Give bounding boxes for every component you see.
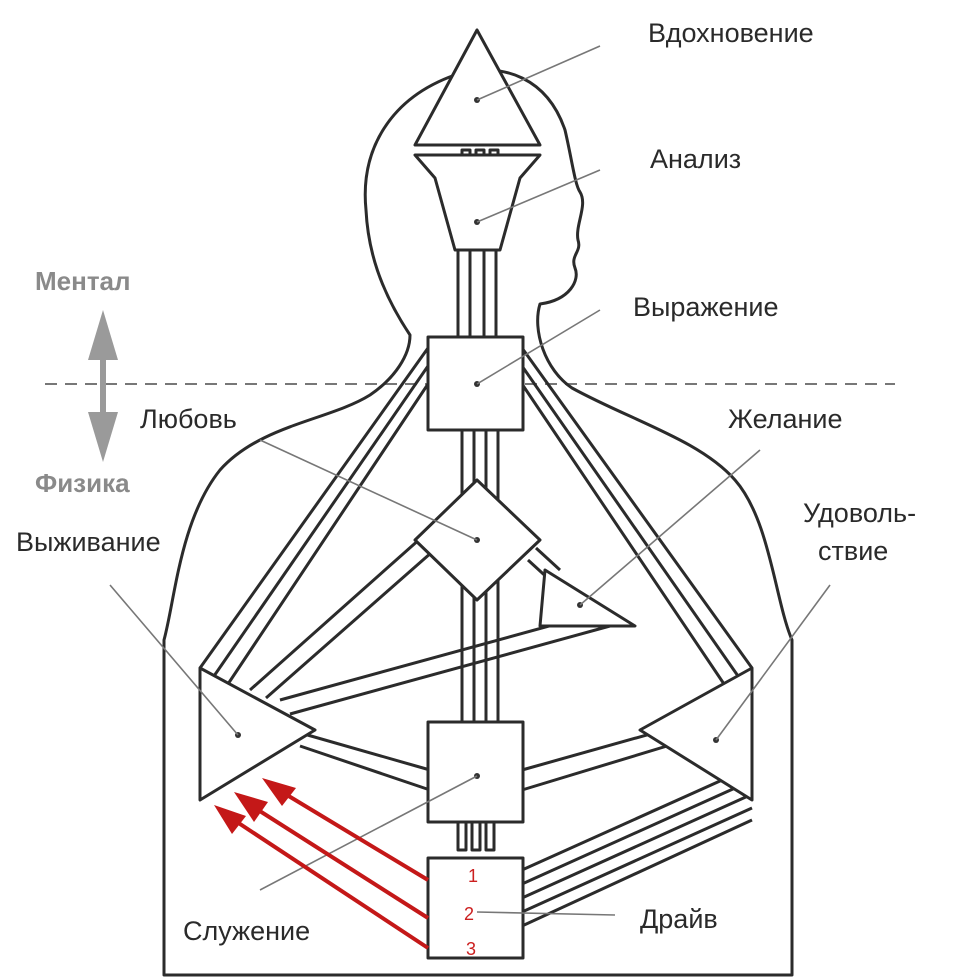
label-inspiration: Вдохновение [648,18,814,48]
center-solar-plexus [638,666,754,802]
number-2: 2 [464,904,474,924]
center-root [426,856,525,960]
label-survival: Выживание [16,527,161,557]
number-3: 3 [466,939,476,959]
center-spleen [198,666,317,802]
mental-physics-arrow [88,310,118,462]
label-drive: Драйв [640,904,718,934]
number-1: 1 [468,866,478,886]
label-satisfaction-line1: Удоволь- [803,498,916,528]
center-ajna [413,153,542,252]
label-satisfaction-line2: ствие [818,536,888,566]
centers [198,28,754,960]
pointer-lines [109,45,831,916]
center-sacral [426,720,525,824]
center-head [413,28,542,147]
red-arrows [214,778,430,950]
label-service: Служение [183,916,310,946]
label-desire: Желание [728,404,843,434]
label-love: Любовь [140,404,237,434]
label-expression: Выражение [633,292,779,322]
label-analysis: Анализ [650,144,741,174]
axis-label-mental: Ментал [35,266,131,296]
axis-label-physics: Физика [35,468,130,498]
